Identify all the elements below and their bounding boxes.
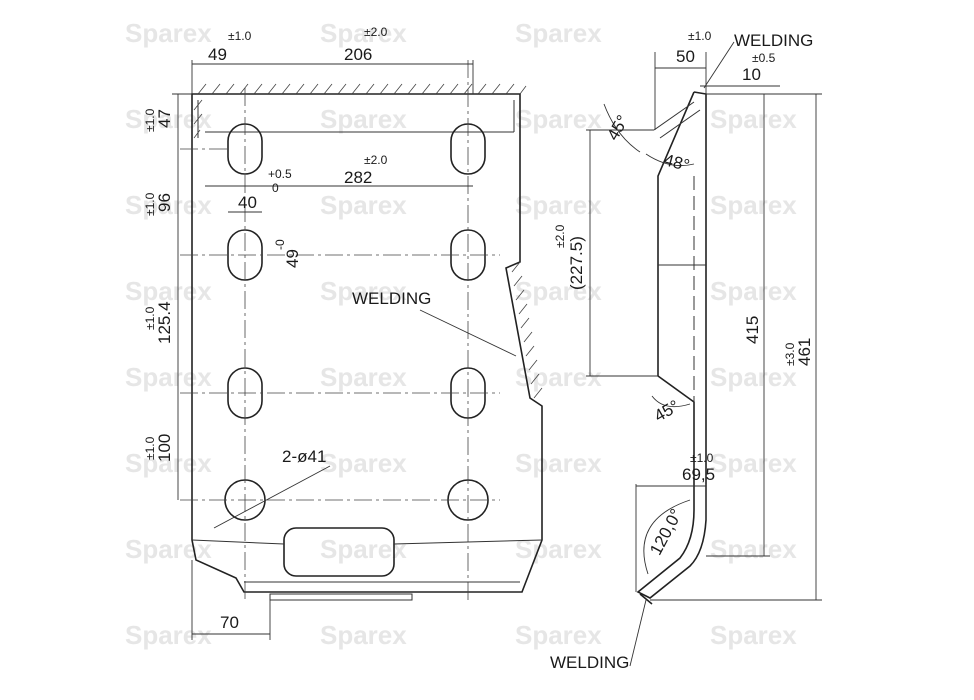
dim-tol-227: ±2.0 [553,224,567,248]
watermark: Sparex [515,362,602,392]
bottom-tab [269,593,413,601]
bottom-slot [283,527,395,577]
dim-69: 69,5 [682,465,715,484]
dim-461: 461 [795,338,814,366]
weld-bead [639,593,653,605]
angle-45-top: 45° [603,112,632,144]
dim-tol-40-lower: 0 [272,181,279,195]
dim-tol-49: ±1.0 [228,29,252,43]
front-view: ±1.0 49 ±2.0 206 ±2.0 282 +0.5 0 40 49 -… [143,25,543,640]
dim-96: 96 [155,193,174,212]
dim-40: 40 [238,193,257,212]
watermark: Sparex [710,190,797,220]
watermark: Sparex [515,534,602,564]
watermark: Sparex [515,620,602,650]
angle-arc [651,395,691,408]
dim-tol-125: ±1.0 [143,306,157,330]
dim-50: 50 [676,47,695,66]
watermark: Sparex [710,448,797,478]
side-profile [636,91,707,599]
dim-282: 282 [344,168,372,187]
dim-tol-47: ±1.0 [143,108,157,132]
dim-10: 10 [742,65,761,84]
watermark: Sparex [515,18,602,48]
watermark: Sparex [515,276,602,306]
leader-line [419,309,517,357]
dim-206: 206 [344,45,372,64]
dim-125: 125.4 [155,301,174,344]
dim-227: (227.5) [567,236,586,290]
watermark: Sparex [320,620,407,650]
dim-tol-461: ±3.0 [783,342,797,366]
watermark: Sparex [125,620,212,650]
dim-tol-206: ±2.0 [364,25,388,39]
watermark: Sparex [515,104,602,134]
watermark: Sparex [320,448,407,478]
dim-tol-282: ±2.0 [364,153,388,167]
watermark: Sparex [710,620,797,650]
welding-label-front: WELDING [352,289,431,308]
angle-arc [643,499,691,575]
angle-120: 120,0° [646,506,686,558]
bend-line [191,539,285,545]
watermark: Sparex [125,534,212,564]
dim-tol-10: ±0.5 [752,51,776,65]
angle-45-bottom: 45° [651,396,683,425]
leader-line [629,599,647,667]
dim-70: 70 [220,613,239,632]
watermark: Sparex [125,448,212,478]
dim-415: 415 [743,316,762,344]
bend-line [393,539,543,545]
side-view: ±1.0 50 ±0.5 10 WELDING 45° 48° 45° (227… [550,29,822,672]
dim-tol-50: ±1.0 [688,29,712,43]
watermark: Sparex [320,104,407,134]
watermark: Sparex [515,448,602,478]
watermark: Sparex [320,534,407,564]
leader-line [213,465,331,529]
angle-48: 48° [662,150,692,175]
leader-line [703,41,735,89]
watermark: Sparex [515,190,602,220]
watermark: Sparex [125,18,212,48]
dim-tol-40-upper: +0.5 [268,167,292,181]
top-hatching [193,83,527,139]
dim-49-slot: 49 [283,249,302,268]
welding-label-bottom: WELDING [550,653,629,672]
watermark: Sparex [320,276,407,306]
dim-tol-69: ±1.0 [690,451,714,465]
inner-edge [659,109,701,139]
watermark: Sparex [320,18,407,48]
watermark: Sparex [125,190,212,220]
watermark: Sparex [710,104,797,134]
watermark: Sparex [125,276,212,306]
watermark: Sparex [320,362,407,392]
angle-arc [603,103,641,153]
dim-49: 49 [208,45,227,64]
watermark: Sparex [320,190,407,220]
welding-label-top: WELDING [734,31,813,50]
dim-100: 100 [155,434,174,462]
watermark: Sparex [125,362,212,392]
dim-47: 47 [155,109,174,128]
dim-tol-49-slot: -0 [273,239,287,250]
watermark: Sparex [710,534,797,564]
watermark: Sparex [710,276,797,306]
holes-label: 2-ø41 [282,447,326,466]
dim-tol-96: ±1.0 [143,192,157,216]
dim-tol-100: ±1.0 [143,436,157,460]
side-hatching [511,261,543,399]
watermark: Sparex [710,362,797,392]
inner-edge [653,101,695,131]
angle-arc [645,153,695,167]
